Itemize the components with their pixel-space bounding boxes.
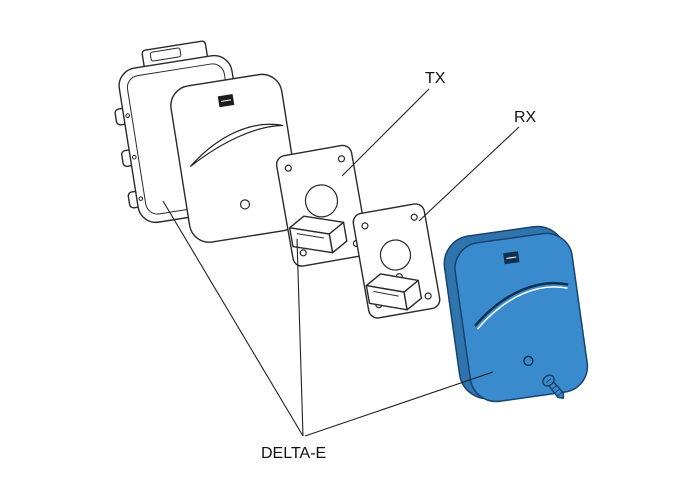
hinge-pin xyxy=(138,196,144,201)
leader-line-delta-e-right xyxy=(304,371,494,437)
leader-line-rx xyxy=(418,126,520,222)
label-rx: RX xyxy=(514,109,537,126)
rx-lens-opening xyxy=(379,239,412,271)
leader-line-tx xyxy=(341,88,430,177)
rx-corner-hole xyxy=(424,292,432,300)
came-logo-detail xyxy=(221,99,232,102)
blue-cover-lens-curve xyxy=(474,281,569,327)
screw-head-slot xyxy=(545,378,552,383)
rx-mount-plate xyxy=(352,203,441,319)
leader-line-delta-e-left xyxy=(162,200,304,437)
tx-terminal-block-side xyxy=(328,221,348,254)
label-delta-e: DELTA-E xyxy=(261,445,326,462)
came-logo-detail xyxy=(506,256,517,259)
blue-cover-lens-highlight xyxy=(476,286,568,330)
tx-corner-hole xyxy=(299,249,307,257)
blue-cover-screw-hole xyxy=(523,355,534,367)
rx-corner-hole xyxy=(410,213,418,221)
rx-corner-hole xyxy=(361,222,369,230)
screw-threads xyxy=(551,384,563,397)
cover-screw-hole xyxy=(239,199,251,210)
tx-corner-hole xyxy=(284,164,292,172)
blue-cover-front-face xyxy=(454,232,589,403)
cover-lens-curve xyxy=(189,123,284,167)
leader-line-delta-e-middle xyxy=(296,238,304,437)
tx-corner-hole xyxy=(337,155,346,163)
hinge-pin xyxy=(125,113,130,118)
housing-top-slot xyxy=(149,47,182,62)
tx-mount-plate xyxy=(275,144,369,267)
label-tx: TX xyxy=(425,70,446,87)
housing-front-cover xyxy=(170,73,302,243)
hinge-pin xyxy=(131,154,137,160)
fixing-screw-icon xyxy=(542,374,565,400)
rx-terminal-block-side xyxy=(403,279,423,311)
photocell-housing-assembly xyxy=(114,40,302,243)
rx-terminal-slot xyxy=(373,290,399,297)
tx-lens-opening xyxy=(304,184,339,218)
delta-e-blue-cover xyxy=(443,225,589,403)
tx-terminal-slot xyxy=(296,233,325,239)
